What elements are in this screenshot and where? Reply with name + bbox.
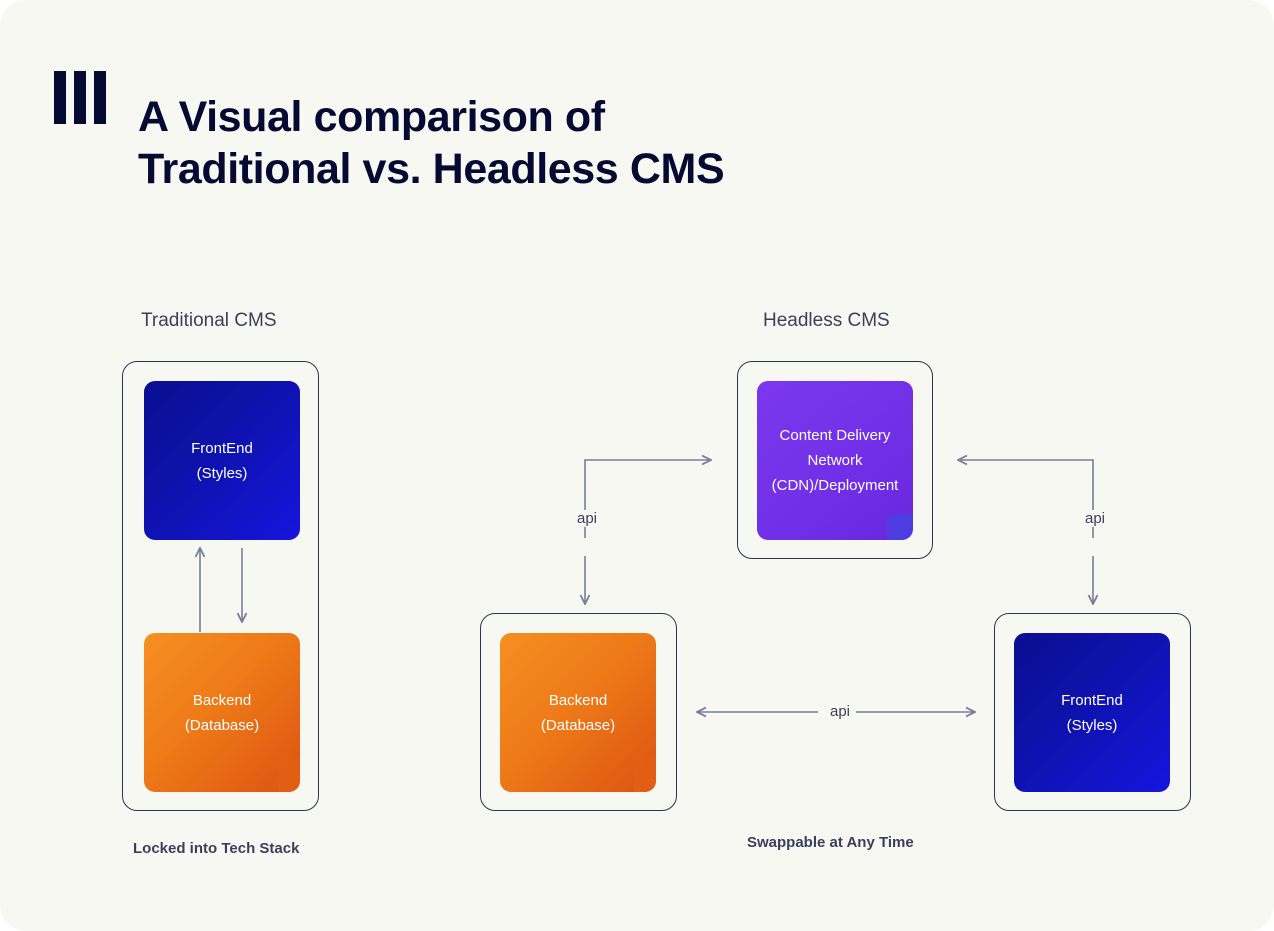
- logo-bar-3: [94, 71, 106, 124]
- corner-accent-icon: [634, 758, 656, 792]
- block-label-line2: Network: [807, 452, 863, 469]
- block-label-line1: Backend: [192, 691, 252, 709]
- card-headless-backend: [480, 613, 677, 811]
- caption-swappable-at-any-time: Swappable at Any Time: [747, 834, 914, 851]
- logo-bar-2: [74, 71, 86, 124]
- corner-accent-icon: [278, 506, 300, 540]
- section-heading-traditional: Traditional CMS: [141, 310, 277, 331]
- corner-accent-icon: [887, 514, 913, 540]
- block-label-line2: (Styles): [1066, 716, 1118, 734]
- corner-accent-icon: [1148, 758, 1170, 792]
- logo-bar-1: [54, 71, 66, 124]
- block-label-line1: FrontEnd: [191, 439, 253, 457]
- arrow-frontend-to-cdn: [958, 460, 1094, 538]
- block-label-line1: Backend: [548, 691, 608, 709]
- block-headless-cdn: Content Delivery Network (CDN)/Deploymen…: [757, 381, 913, 540]
- block-traditional-frontend: FrontEnd (Styles): [144, 381, 300, 540]
- block-label-line2: (Styles): [196, 464, 248, 482]
- api-label-right: api: [1079, 510, 1112, 527]
- block-label-line1: FrontEnd: [1061, 691, 1123, 709]
- page-title: A Visual comparison of Traditional vs. H…: [138, 92, 725, 193]
- card-headless-frontend: [994, 613, 1191, 811]
- block-label-line3: (CDN)/Deployment: [771, 477, 899, 494]
- page-header: A Visual comparison of Traditional vs. H…: [54, 62, 725, 224]
- api-label-left: api: [571, 510, 604, 527]
- corner-accent-icon: [278, 758, 300, 792]
- three-bars-logo-icon: [54, 71, 106, 124]
- block-headless-backend: Backend (Database): [500, 633, 656, 792]
- caption-locked-into-tech-stack: Locked into Tech Stack: [133, 840, 300, 857]
- block-label-line2: (Database): [540, 716, 616, 734]
- api-label-middle: api: [824, 703, 857, 720]
- block-headless-frontend: FrontEnd (Styles): [1014, 633, 1170, 792]
- arrow-backend-to-cdn: [584, 460, 711, 538]
- card-headless-cdn: [737, 361, 933, 559]
- block-label-line1: Content Delivery: [779, 427, 891, 444]
- card-traditional-cms: [122, 361, 319, 811]
- section-heading-headless: Headless CMS: [763, 310, 890, 331]
- block-traditional-backend: Backend (Database): [144, 633, 300, 792]
- block-label-line2: (Database): [184, 716, 260, 734]
